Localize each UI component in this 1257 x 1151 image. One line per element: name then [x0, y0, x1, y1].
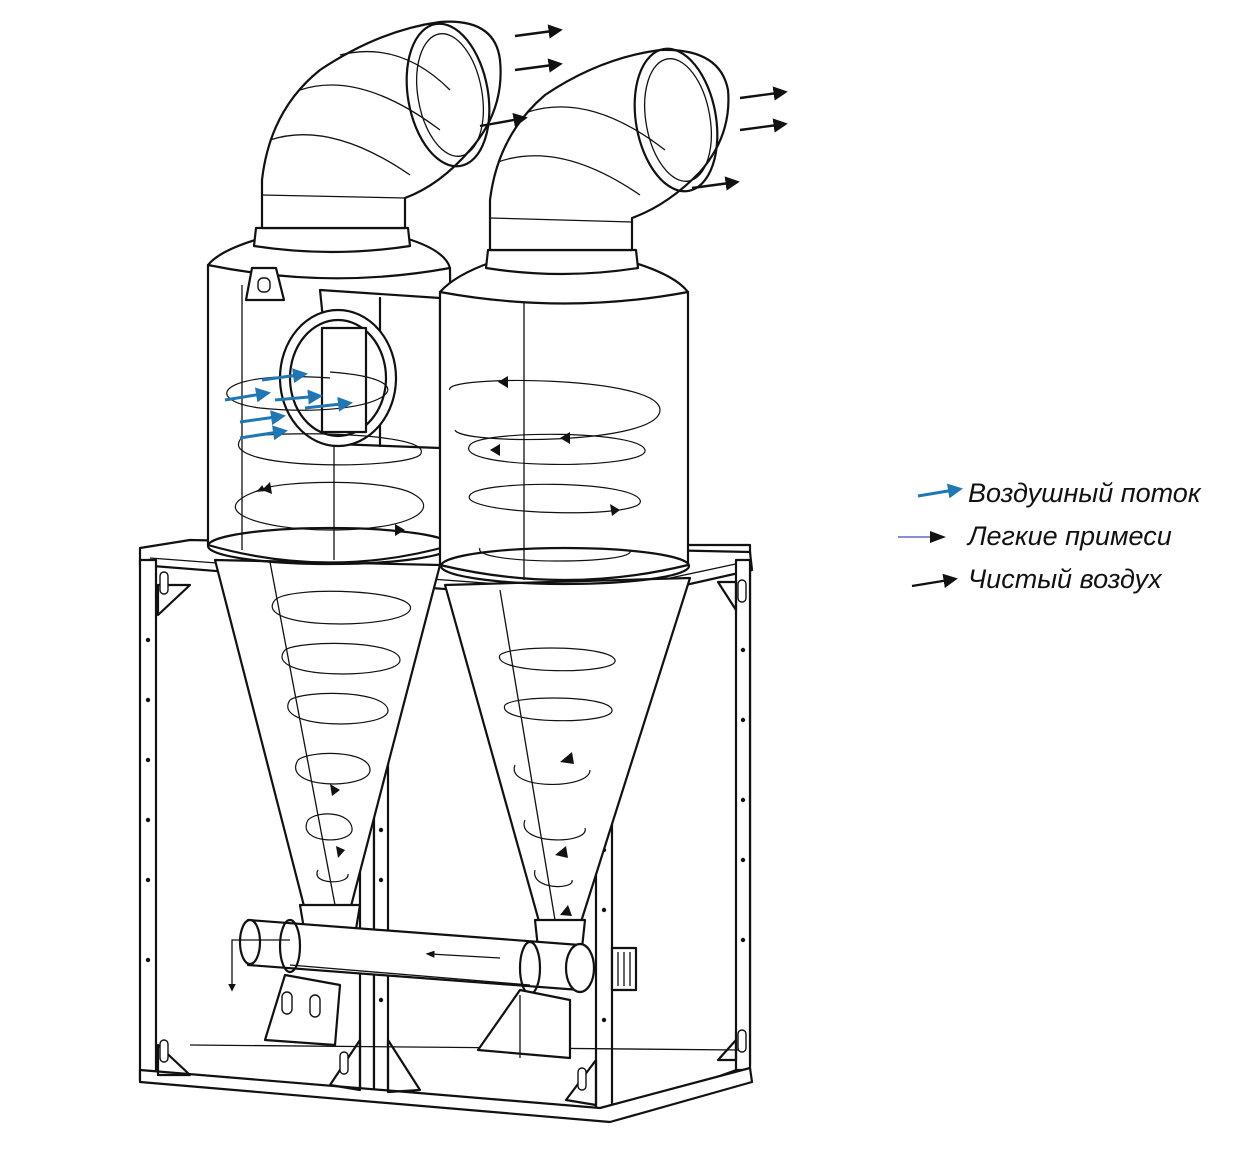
legend-item-clean-air: Чистый воздух [911, 564, 1163, 594]
clean-air-outflow-arrows [479, 24, 788, 191]
black-arrow-icon [911, 573, 958, 588]
blue-arrow-icon [917, 483, 963, 499]
thin-arrow-icon [898, 531, 946, 543]
legend-label-light-impurities: Легкие примеси [966, 521, 1172, 551]
legend-label-clean-air: Чистый воздух [968, 564, 1163, 594]
air-inflow-arrows [224, 368, 353, 441]
right-cyclone [438, 47, 730, 956]
legend-item-air-flow: Воздушный поток [917, 478, 1202, 508]
legend-item-light-impurities: Легкие примеси [898, 521, 1172, 551]
legend-label-air-flow: Воздушный поток [968, 478, 1202, 508]
legend: Воздушный поток Легкие примеси Чистый во… [898, 478, 1202, 594]
collector-pipe [228, 918, 638, 1060]
